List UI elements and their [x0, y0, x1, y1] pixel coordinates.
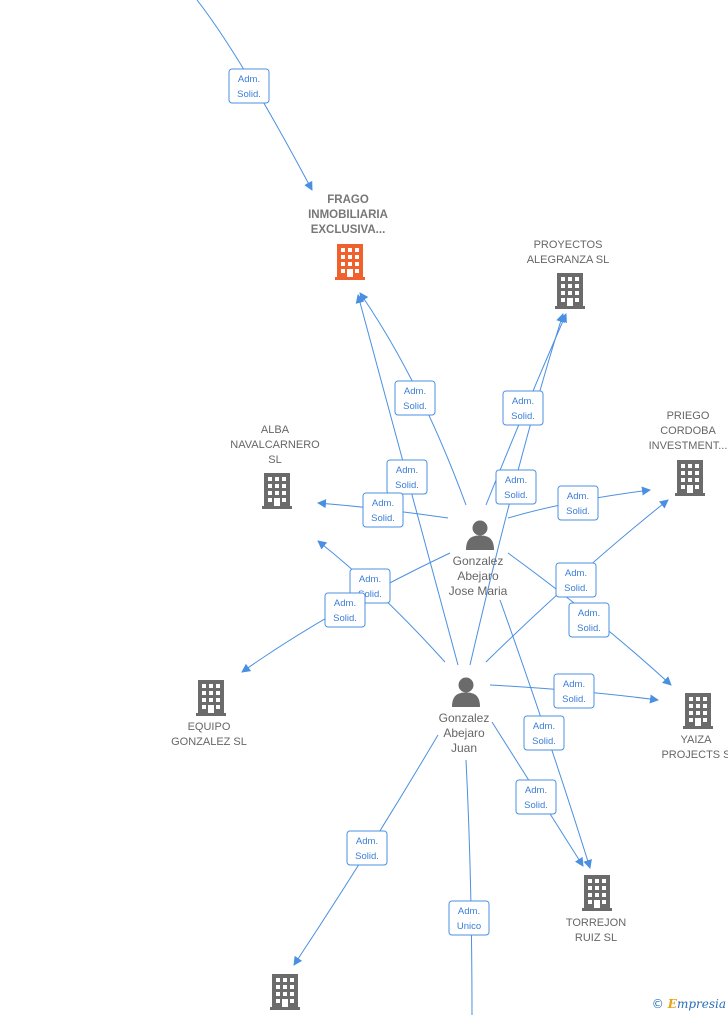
edge-label-text: Solid.	[371, 513, 395, 524]
edge-label-text: Solid.	[564, 583, 588, 594]
node-label: YAIZA	[681, 734, 713, 746]
edge-label-text: Solid.	[355, 851, 379, 862]
edge-label-text: Solid.	[504, 490, 528, 501]
node-label: EXCLUSIVA...	[311, 224, 386, 236]
edge-label-jose-yaiza[interactable]: Adm. Solid.	[568, 602, 610, 638]
edge-label-jose-equipo[interactable]: Adm. Solid.	[324, 592, 366, 628]
edge-label-juan-yaiza[interactable]: Adm. Solid.	[553, 673, 595, 709]
node-label: SL	[268, 454, 281, 466]
copyright-icon: ©	[651, 997, 664, 1011]
node-label: RUIZ SL	[575, 932, 617, 944]
node-label: GONZALEZ SL	[171, 736, 247, 748]
edge-label-juan-torrejon[interactable]: Adm. Solid.	[515, 779, 557, 815]
node-label: FRAGO	[327, 194, 369, 206]
edge-label-jose-frago[interactable]: Adm. Solid.	[394, 380, 436, 416]
edge-label-text: Solid.	[566, 506, 590, 517]
edge-label-text: Adm.	[356, 836, 378, 847]
edge-label-jose-priego[interactable]: Adm. Solid.	[557, 485, 599, 521]
node-label: ALBA	[261, 424, 290, 436]
edge-label-text: Adm.	[563, 679, 585, 690]
node-label: PRIEGO	[667, 410, 710, 422]
node-label: INMOBILIARIA	[308, 209, 388, 221]
edge-label-juan-down[interactable]: Adm. Unico	[448, 900, 490, 936]
brand-name: mpresia	[676, 997, 726, 1011]
company-node-priego[interactable]: PRIEGO CORDOBA INVESTMENT...	[649, 410, 728, 496]
edge-label-text: Adm.	[533, 721, 555, 732]
edge-line-juan-down	[465, 759, 473, 1015]
building-icon	[683, 693, 713, 729]
node-label: Gonzalez	[439, 711, 490, 725]
edge-label-text: Adm.	[404, 386, 426, 397]
node-label: PROYECTOS	[534, 239, 603, 251]
company-node-alba[interactable]: ALBA NAVALCARNERO SL	[230, 424, 320, 509]
edge-label-text: Unico	[457, 921, 481, 932]
edge-label-text: Adm.	[565, 568, 587, 579]
edge-label-text: Solid.	[358, 589, 382, 600]
edge-label-juan-proyectos[interactable]: Adm. Solid.	[502, 390, 544, 426]
edge-label-juan-frago[interactable]: Adm. Solid.	[386, 459, 428, 495]
edge-label-text: Adm.	[578, 608, 600, 619]
edge-label-juan-bottom[interactable]: Adm. Solid.	[346, 830, 388, 866]
edge-label-jose-torrejon[interactable]: Adm. Solid.	[523, 715, 565, 751]
node-label: CORDOBA	[660, 425, 716, 437]
edge-label-text: Adm.	[512, 396, 534, 407]
edge-label-top-frago[interactable]: Adm. Solid.	[228, 68, 270, 104]
edge-label-juan-priego[interactable]: Adm. Solid.	[555, 562, 597, 598]
empresia-logo: ©Empresia	[652, 997, 726, 1011]
building-icon	[675, 460, 705, 496]
company-node-torrejon[interactable]: TORREJON RUIZ SL	[566, 875, 626, 944]
node-label: Gonzalez	[453, 554, 504, 568]
edge-label-jose-alba[interactable]: Adm. Solid.	[362, 492, 404, 528]
edge-label-text: Adm.	[567, 491, 589, 502]
node-label: NAVALCARNERO	[230, 439, 320, 451]
edge-label-text: Adm.	[505, 475, 527, 486]
edge-label-text: Solid.	[511, 411, 535, 422]
edge-label-text: Adm.	[396, 465, 418, 476]
building-icon	[582, 875, 612, 911]
building-icon	[262, 473, 292, 509]
person-icon	[452, 677, 480, 707]
node-label: Abejaro	[457, 569, 499, 583]
building-icon	[270, 974, 300, 1010]
company-node-proyectos[interactable]: PROYECTOS ALEGRANZA SL	[527, 239, 610, 309]
edge-label-text: Solid.	[237, 89, 261, 100]
edge-label-text: Adm.	[372, 498, 394, 509]
edge-label-text: Solid.	[395, 480, 419, 491]
node-label: PROJECTS S	[661, 749, 728, 761]
edge-label-text: Solid.	[403, 401, 427, 412]
building-icon	[555, 273, 585, 309]
edge-label-text: Adm.	[334, 598, 356, 609]
edge-label-text: Solid.	[562, 694, 586, 705]
node-label: EQUIPO	[188, 721, 231, 733]
node-label: Abejaro	[443, 726, 485, 740]
node-label: Jose Maria	[449, 584, 508, 598]
edge-label-text: Solid.	[532, 736, 556, 747]
edge-label-text: Adm.	[458, 906, 480, 917]
building-icon	[335, 244, 365, 280]
company-node-yaiza[interactable]: YAIZA PROJECTS S	[661, 693, 728, 761]
company-node-frago[interactable]: FRAGO INMOBILIARIA EXCLUSIVA...	[308, 194, 388, 280]
company-node-equipo[interactable]: EQUIPO GONZALEZ SL	[171, 680, 247, 748]
node-label: Juan	[451, 741, 477, 755]
edge-label-text: Solid.	[577, 623, 601, 634]
brand-initial: E	[667, 997, 677, 1011]
edge-label-text: Adm.	[359, 574, 381, 585]
edge-label-text: Solid.	[524, 800, 548, 811]
person-icon	[466, 520, 494, 550]
node-label: INVESTMENT...	[649, 440, 728, 452]
edge-label-jose-proyectos[interactable]: Adm. Solid.	[495, 469, 537, 505]
edge-label-text: Adm.	[238, 74, 260, 85]
node-label: ALEGRANZA SL	[527, 254, 610, 266]
building-icon	[196, 680, 226, 716]
edge-label-text: Adm.	[525, 785, 547, 796]
node-label: TORREJON	[566, 917, 626, 929]
edge-label-text: Solid.	[333, 613, 357, 624]
company-node-bottom[interactable]	[270, 974, 300, 1010]
